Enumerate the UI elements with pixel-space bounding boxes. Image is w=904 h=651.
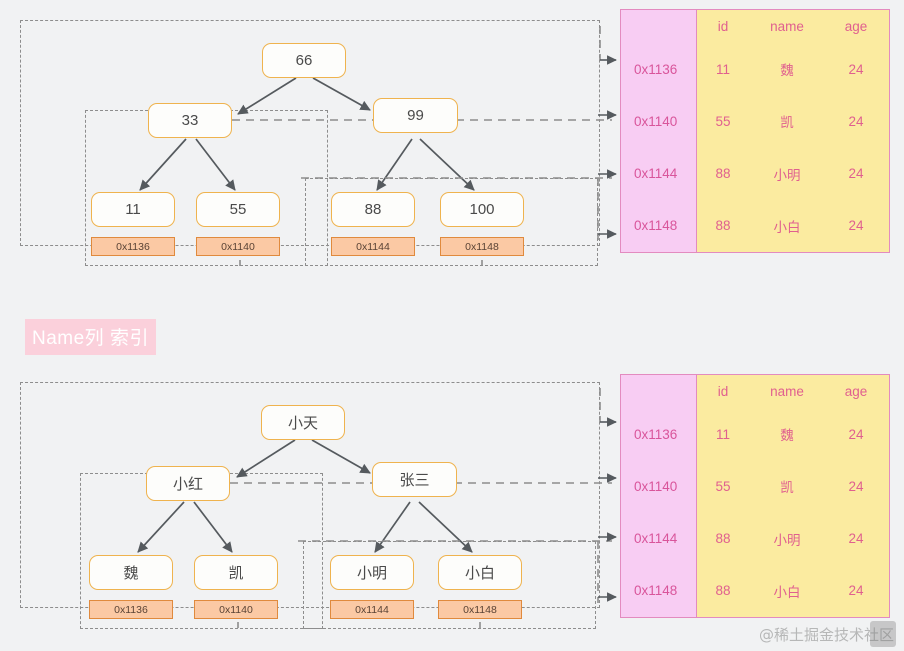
tree-node-root[interactable]: 66 <box>262 43 346 78</box>
record-address-column: 0x1136 0x1140 0x1144 0x1148 <box>621 375 697 617</box>
tree-node-level2-left[interactable]: 33 <box>148 103 232 138</box>
table-header-row: id name age <box>697 10 889 43</box>
cell-name: 魏 <box>780 63 794 79</box>
watermark-text: @稀土掘金技术社区 <box>758 626 894 644</box>
cell-age: 24 <box>848 583 864 599</box>
table-row: 88 小明 24 <box>697 148 889 200</box>
cell-id: 11 <box>715 61 730 77</box>
name-index-record-table: 0x1136 0x1140 0x1144 0x1148 id name age … <box>620 374 890 618</box>
cell-name: 凯 <box>780 480 794 496</box>
name-tree-leaf-2-address[interactable]: 0x1140 <box>194 600 278 619</box>
cell-name: 小白 <box>773 219 801 235</box>
column-header-id: id <box>717 19 729 34</box>
id-index-outer-region <box>20 20 600 246</box>
cell-name: 小明 <box>773 167 801 183</box>
record-address-cell: 0x1136 <box>634 61 678 77</box>
cell-name: 小白 <box>773 584 801 600</box>
cell-age: 24 <box>848 426 864 442</box>
tree-leaf-1[interactable]: 11 <box>91 192 175 227</box>
record-data-column: id name age 11 魏 24 55 凯 24 88 小明 24 88 <box>697 10 889 252</box>
id-index-record-table: 0x1136 0x1140 0x1144 0x1148 id name age … <box>620 9 890 253</box>
name-tree-leaf-1[interactable]: 魏 <box>89 555 173 590</box>
column-header-age: age <box>844 19 868 34</box>
watermark-badge-icon <box>870 621 896 647</box>
tree-leaf-2[interactable]: 55 <box>196 192 280 227</box>
cell-age: 24 <box>848 166 864 182</box>
column-header-id: id <box>717 384 729 399</box>
tree-leaf-2-address[interactable]: 0x1140 <box>196 237 280 256</box>
cell-id: 88 <box>715 166 731 182</box>
table-row: 11 魏 24 <box>697 43 889 95</box>
cell-age: 24 <box>848 531 864 547</box>
table-header-row: id name age <box>697 375 889 408</box>
column-header-age: age <box>844 384 868 399</box>
name-index-section-label: Name列 索引 <box>25 319 156 355</box>
name-tree-node-level2-right[interactable]: 张三 <box>372 462 457 497</box>
name-tree-node-level2-left[interactable]: 小红 <box>146 466 230 501</box>
cell-age: 24 <box>848 113 864 129</box>
cell-age: 24 <box>848 478 864 494</box>
tree-leaf-4-address[interactable]: 0x1148 <box>440 237 524 256</box>
table-row: 11 魏 24 <box>697 408 889 460</box>
tree-node-level2-right[interactable]: 99 <box>373 98 458 133</box>
address-column-spacer <box>621 10 696 43</box>
cell-name: 魏 <box>780 428 794 444</box>
name-tree-node-root[interactable]: 小天 <box>261 405 345 440</box>
table-row: 55 凯 24 <box>697 95 889 147</box>
record-address-cell: 0x1140 <box>634 113 678 129</box>
record-address-cell: 0x1140 <box>634 478 678 494</box>
cell-id: 88 <box>715 531 731 547</box>
name-tree-leaf-4-address[interactable]: 0x1148 <box>438 600 522 619</box>
record-data-column: id name age 11 魏 24 55 凯 24 88 小明 24 88 <box>697 375 889 617</box>
table-row: 55 凯 24 <box>697 460 889 512</box>
cell-id: 55 <box>715 478 731 494</box>
name-tree-leaf-4[interactable]: 小白 <box>438 555 522 590</box>
column-header-name: name <box>770 19 804 34</box>
address-column-spacer <box>621 375 696 408</box>
record-address-column: 0x1136 0x1140 0x1144 0x1148 <box>621 10 697 252</box>
cell-name: 凯 <box>780 115 794 131</box>
table-row: 88 小白 24 <box>697 565 889 617</box>
name-tree-leaf-3-address[interactable]: 0x1144 <box>330 600 414 619</box>
cell-age: 24 <box>848 61 864 77</box>
table-row: 88 小明 24 <box>697 513 889 565</box>
tree-leaf-3[interactable]: 88 <box>331 192 415 227</box>
cell-id: 88 <box>715 218 731 234</box>
cell-age: 24 <box>848 218 864 234</box>
tree-leaf-3-address[interactable]: 0x1144 <box>331 237 415 256</box>
name-tree-leaf-2[interactable]: 凯 <box>194 555 278 590</box>
cell-name: 小明 <box>773 532 801 548</box>
name-tree-leaf-3[interactable]: 小明 <box>330 555 414 590</box>
name-tree-leaf-1-address[interactable]: 0x1136 <box>89 600 173 619</box>
table-row: 88 小白 24 <box>697 200 889 252</box>
record-address-cell: 0x1148 <box>634 583 678 599</box>
cell-id: 11 <box>715 426 730 442</box>
tree-leaf-4[interactable]: 100 <box>440 192 524 227</box>
tree-leaf-1-address[interactable]: 0x1136 <box>91 237 175 256</box>
column-header-name: name <box>770 384 804 399</box>
record-address-cell: 0x1136 <box>634 426 678 442</box>
cell-id: 88 <box>715 583 731 599</box>
record-address-cell: 0x1144 <box>634 531 678 547</box>
cell-id: 55 <box>715 113 731 129</box>
name-index-outer-region <box>20 382 600 608</box>
record-address-cell: 0x1148 <box>634 218 678 234</box>
record-address-cell: 0x1144 <box>634 166 678 182</box>
